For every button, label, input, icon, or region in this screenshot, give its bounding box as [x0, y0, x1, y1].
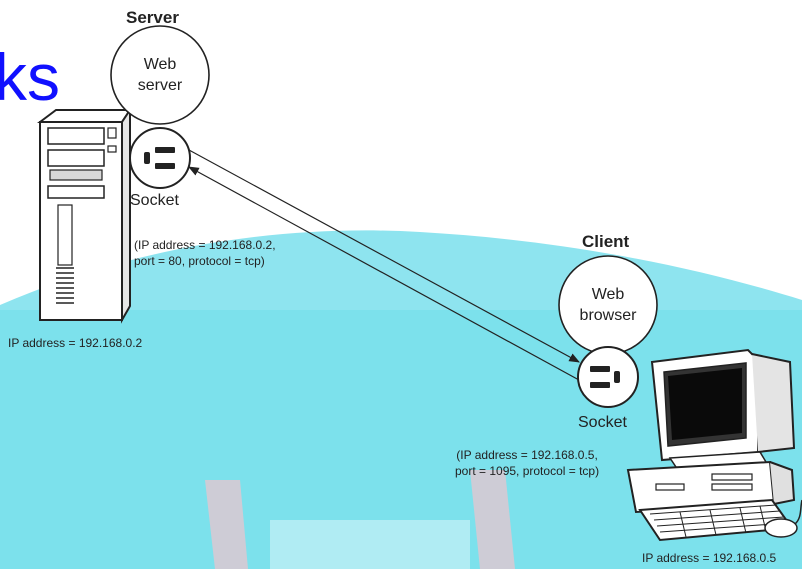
request-arrow: [188, 149, 580, 363]
server-socket-details: (IP address = 192.168.0.2, port = 80, pr…: [134, 237, 276, 269]
web-server-circle: [110, 25, 210, 125]
client-heading: Client: [582, 232, 630, 251]
server-ip-caption: IP address = 192.168.0.2: [8, 336, 143, 350]
server-heading: Server: [126, 8, 179, 27]
web-browser-label-line2: browser: [579, 307, 637, 324]
web-server-label: Web server: [111, 54, 209, 96]
web-browser-label: Web browser: [559, 284, 657, 326]
web-server-label-line2: server: [137, 77, 183, 94]
client-socket-details: (IP address = 192.168.0.5, port = 1095, …: [455, 447, 599, 479]
watermark-text: ks: [0, 40, 60, 114]
client-socket-details-line1: (IP address = 192.168.0.5,: [456, 448, 598, 462]
web-server-label-line1: Web: [143, 56, 177, 73]
server-socket-label: Socket: [130, 192, 179, 209]
client-ip-caption: IP address = 192.168.0.5: [642, 551, 777, 565]
client-socket-icon: [577, 346, 639, 408]
tower-server-icon: [37, 106, 132, 324]
client-socket-details-line2: port = 1095, protocol = tcp): [455, 464, 600, 478]
client-socket-label: Socket: [578, 414, 627, 431]
server-socket-details-line2: port = 80, protocol = tcp): [134, 254, 265, 268]
response-arrow: [188, 166, 580, 381]
web-browser-label-line1: Web: [591, 286, 625, 303]
server-socket-details-line1: (IP address = 192.168.0.2,: [134, 238, 276, 252]
server-socket-icon: [129, 127, 191, 189]
desktop-computer-icon: [626, 348, 802, 542]
